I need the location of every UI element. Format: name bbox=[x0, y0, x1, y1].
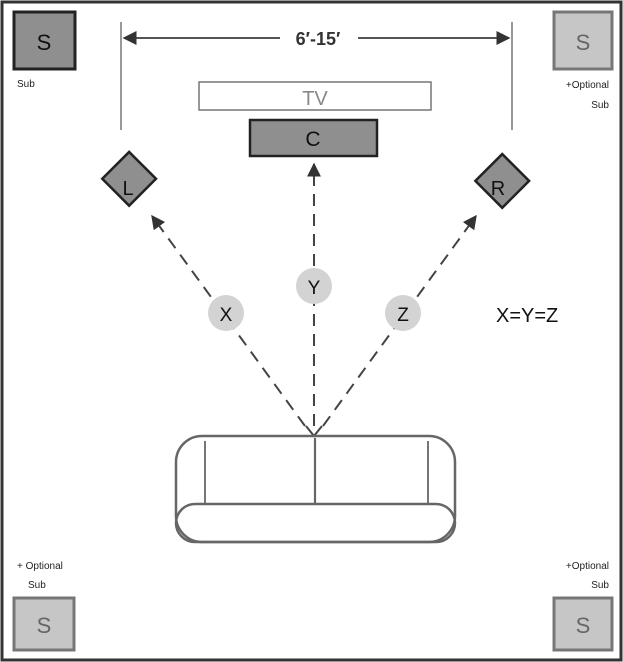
marker-z bbox=[385, 295, 421, 331]
marker-x-label: X bbox=[220, 305, 233, 326]
marker-y bbox=[296, 268, 332, 304]
couch bbox=[174, 434, 457, 544]
equation: X=Y=Z bbox=[496, 305, 558, 327]
left-label: L bbox=[122, 178, 133, 200]
subwoofer-main-letter: S bbox=[37, 30, 52, 55]
center-label: C bbox=[305, 128, 320, 151]
subwoofer-main-caption: Sub bbox=[17, 79, 35, 90]
subwoofer-optional-bottom-right bbox=[552, 596, 614, 652]
width-label: 6′-15′ bbox=[296, 29, 341, 49]
marker-y-label: Y bbox=[308, 278, 321, 299]
subwoofer-top-right-letter: S bbox=[576, 30, 591, 55]
subwoofer-bottom-right-letter: S bbox=[576, 613, 591, 638]
subwoofer-bottom-right-caption-1: +Optional bbox=[566, 561, 609, 572]
subwoofer-bottom-left-letter: S bbox=[37, 613, 52, 638]
tv bbox=[198, 81, 432, 111]
subwoofer-main bbox=[12, 10, 77, 71]
center-speaker bbox=[248, 118, 379, 158]
marker-x bbox=[208, 295, 244, 331]
right-speaker bbox=[473, 152, 531, 210]
subwoofer-bottom-left-caption-1: + Optional bbox=[17, 561, 63, 572]
marker-z-label: Z bbox=[397, 305, 409, 326]
subwoofer-optional-bottom-left bbox=[12, 596, 76, 652]
right-label: R bbox=[491, 178, 505, 200]
left-speaker bbox=[100, 150, 158, 208]
tv-label: TV bbox=[302, 88, 328, 110]
subwoofer-bottom-right-caption-2: Sub bbox=[591, 580, 609, 591]
subwoofer-bottom-left-caption-2: Sub bbox=[28, 580, 46, 591]
subwoofer-top-right-caption-2: Sub bbox=[591, 100, 609, 111]
subwoofer-optional-top-right bbox=[552, 10, 614, 71]
subwoofer-top-right-caption-1: +Optional bbox=[566, 80, 609, 91]
